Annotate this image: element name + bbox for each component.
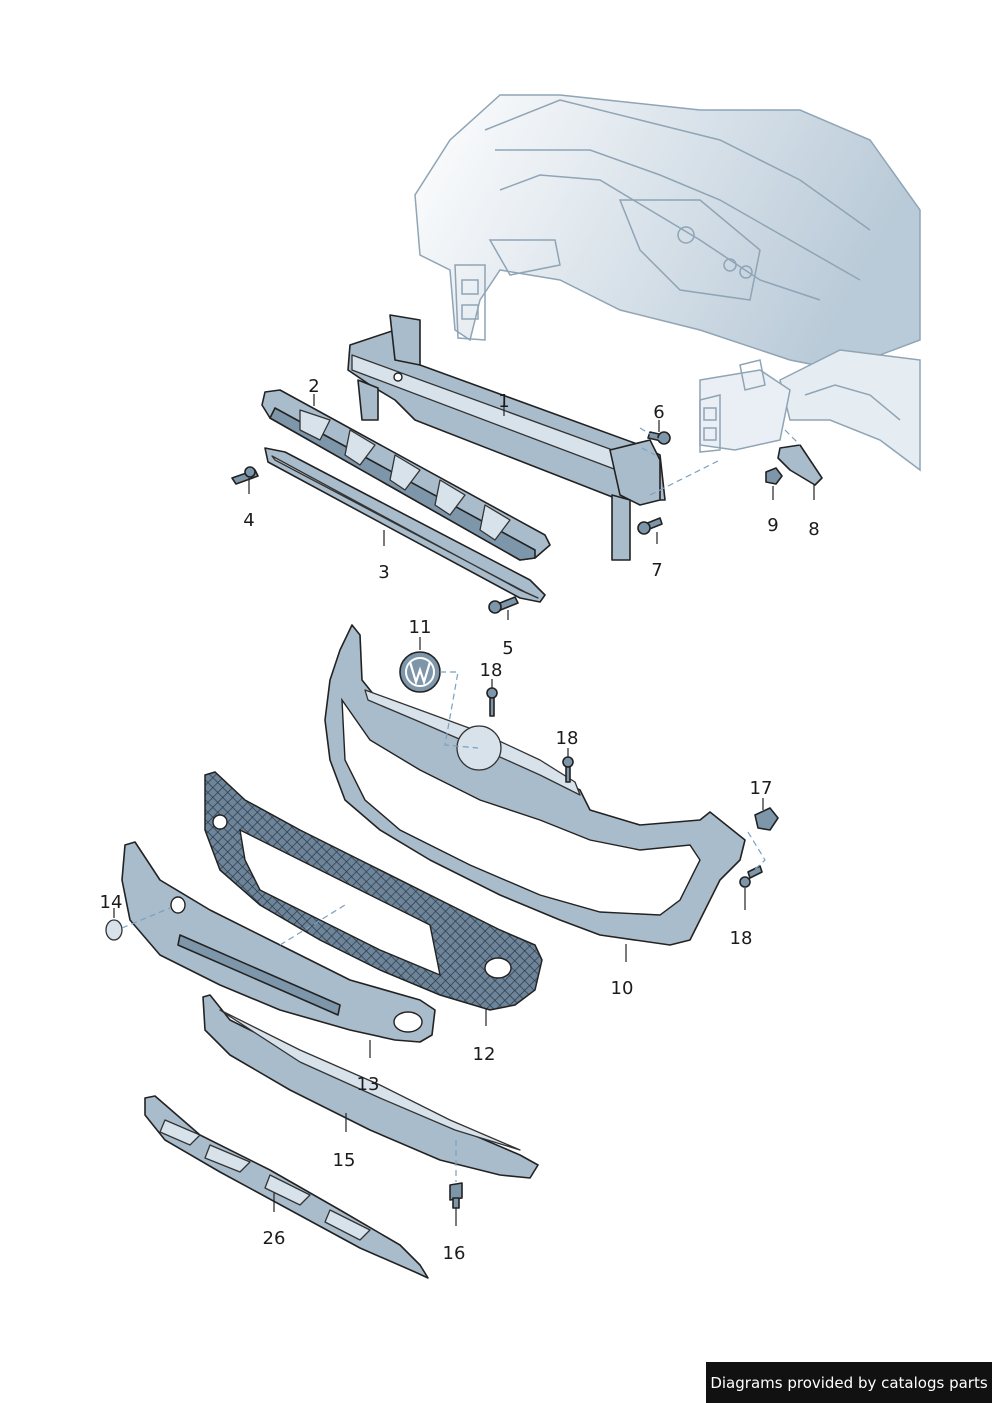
- part-3-lower-strip: [264, 447, 546, 603]
- part-12-grille: [204, 771, 543, 1011]
- callout-17: 17: [749, 778, 773, 799]
- part-16-rivet: [449, 1182, 463, 1209]
- part-7-bolt: [637, 517, 663, 535]
- part-17-clip: [754, 807, 779, 831]
- callout-12: 12: [472, 1044, 496, 1065]
- assembly-guide-11: [440, 671, 479, 749]
- assembly-guide-17-18: [747, 831, 766, 873]
- callout-5: 5: [502, 638, 514, 659]
- part-8-bracket: [777, 444, 823, 486]
- callout-18-middle: 18: [555, 728, 579, 749]
- callout-9: 9: [767, 515, 779, 536]
- part-18-screw-a: [486, 687, 498, 717]
- part-14-plug: [105, 919, 123, 941]
- part-26-skid-strip: [144, 1095, 429, 1279]
- part-11-emblem: [399, 651, 441, 693]
- callout-14: 14: [99, 892, 123, 913]
- callout-7: 7: [651, 560, 663, 581]
- part-2-energy-absorber: [261, 389, 551, 561]
- part-18-screw-c: [739, 865, 763, 888]
- leader-lines: [113, 394, 815, 1226]
- part-9-nut: [765, 467, 783, 485]
- part-15-lower-trim: [202, 994, 539, 1179]
- part-6-bolt: [647, 431, 671, 445]
- part-5-bolt: [488, 596, 519, 614]
- assembly-guide-8: [784, 429, 801, 446]
- vehicle-body-structure: [414, 94, 921, 472]
- callout-13: 13: [356, 1074, 380, 1095]
- part-1-crossmember: [347, 314, 666, 561]
- assembly-guide-12-13: [279, 904, 346, 946]
- credit-banner: Diagrams provided by catalogs parts: [706, 1362, 992, 1403]
- assembly-guide-7: [649, 459, 721, 496]
- callout-18-right: 18: [729, 928, 753, 949]
- assembly-guide-14: [121, 907, 171, 929]
- callout-3: 3: [378, 562, 390, 583]
- part-4-bolt: [231, 466, 259, 485]
- callout-10: 10: [610, 978, 634, 999]
- callout-8: 8: [808, 519, 820, 540]
- callout-11: 11: [408, 617, 432, 638]
- callout-15: 15: [332, 1150, 356, 1171]
- callout-2: 2: [308, 376, 320, 397]
- callout-16: 16: [442, 1243, 466, 1264]
- part-13-lower-panel: [121, 841, 436, 1043]
- callout-18-top: 18: [479, 660, 503, 681]
- part-10-bumper-cover: [324, 624, 746, 946]
- callout-1: 1: [498, 391, 510, 412]
- callout-6: 6: [653, 402, 665, 423]
- callout-4: 4: [243, 510, 255, 531]
- callout-26: 26: [262, 1228, 286, 1249]
- assembly-guide-6: [639, 427, 661, 456]
